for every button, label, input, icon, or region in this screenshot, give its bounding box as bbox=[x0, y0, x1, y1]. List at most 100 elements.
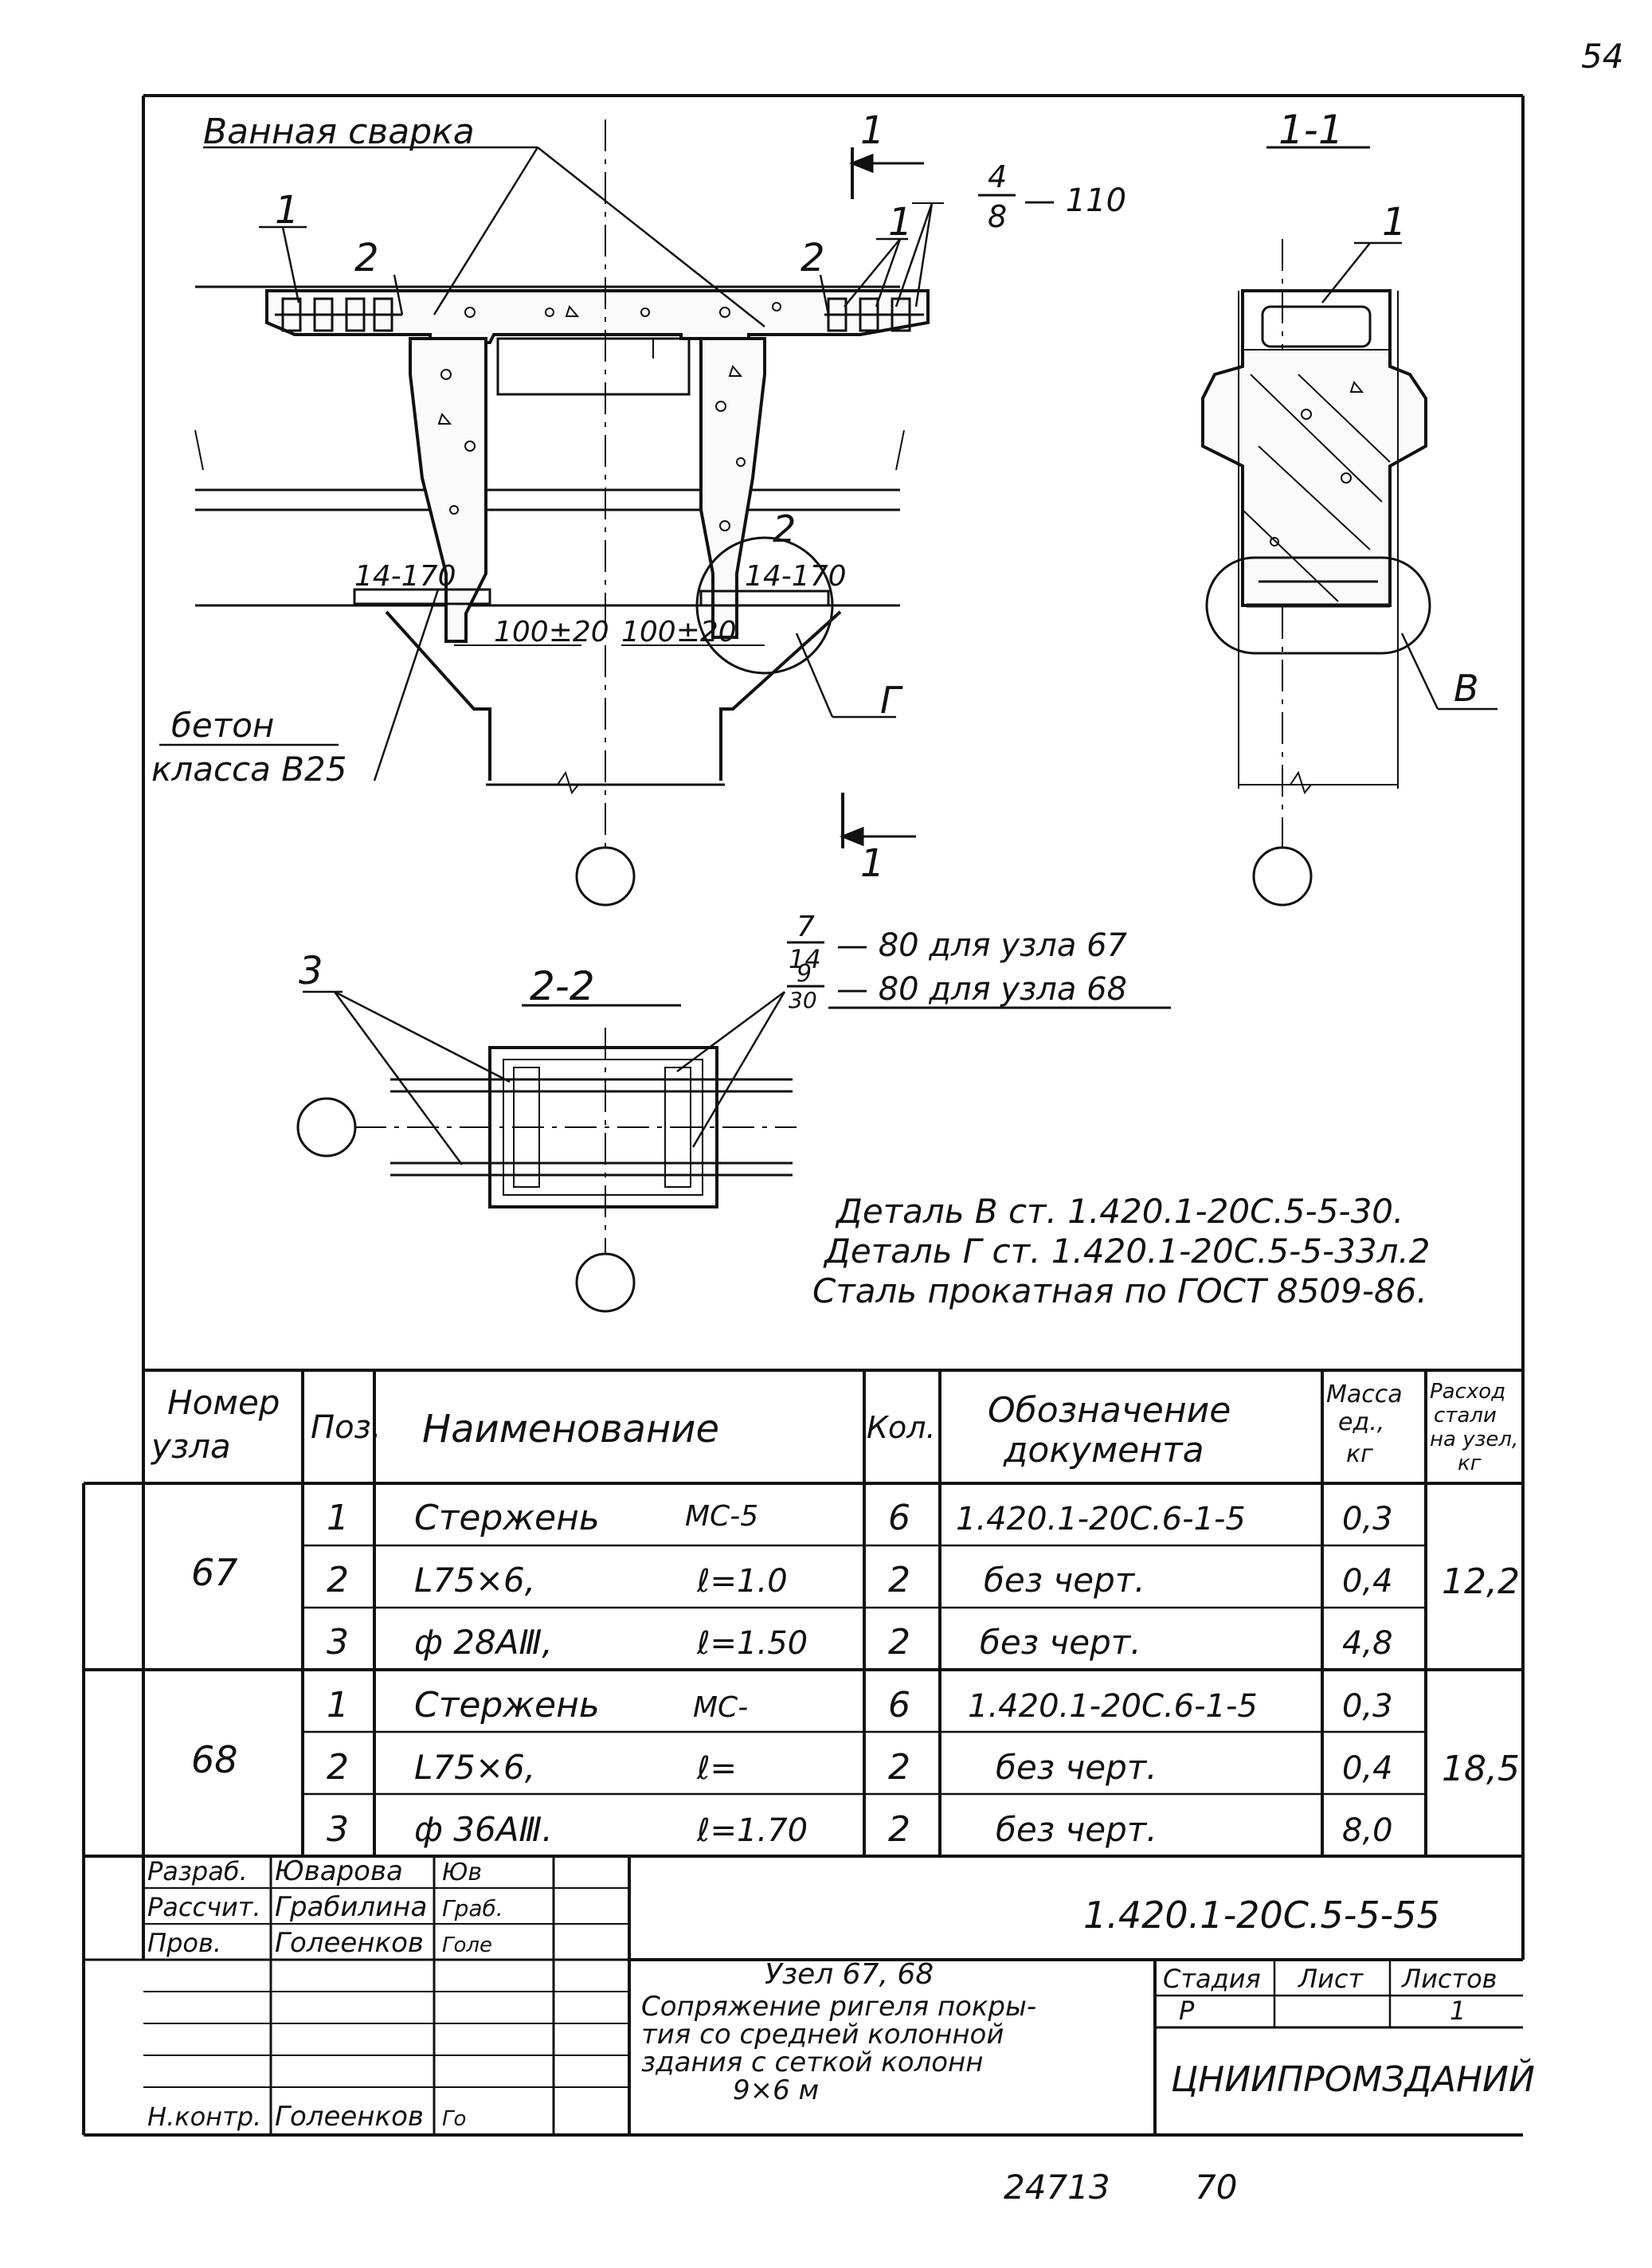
title-block bbox=[84, 1856, 1523, 2137]
role-1-name: Грабилина bbox=[275, 1891, 427, 1923]
row-67-2-pos: 2 bbox=[327, 1560, 349, 1600]
node-2-mark: 2 bbox=[773, 507, 796, 550]
row-68-2-name: L75×6, bbox=[414, 1748, 535, 1787]
weld-fraction-num: 4 bbox=[988, 159, 1007, 194]
row-67-2-mass: 0,4 bbox=[1342, 1563, 1393, 1600]
stage-value: Р bbox=[1179, 1996, 1195, 2026]
sheet-label: Лист bbox=[1298, 1964, 1364, 1994]
detail-v-mark: В bbox=[1454, 667, 1479, 710]
drawing-labels: Ванная сварка 1-1 1 1 1 2 2 1 1 4 8 — 11… bbox=[151, 107, 1479, 1310]
header-node-2: узла bbox=[150, 1427, 231, 1466]
drawing-code: 1.420.1-20С.5-5-55 bbox=[1083, 1894, 1440, 1937]
sheet-number: 54 bbox=[1581, 37, 1623, 76]
total-67: 12,2 bbox=[1442, 1561, 1520, 1602]
header-mass-2: ед., bbox=[1338, 1408, 1384, 1436]
cut-mark-bottom: 1 bbox=[860, 841, 885, 886]
concrete-label-line2: класса В25 bbox=[151, 750, 346, 789]
cut-mark-top: 1 bbox=[860, 108, 885, 153]
row-67-1-doc: 1.420.1-20С.6-1-5 bbox=[956, 1501, 1246, 1537]
row-68-2-pos: 2 bbox=[327, 1747, 349, 1788]
role-2-name: Голеенков bbox=[275, 1927, 424, 1959]
row-67-1-name2: МС-5 bbox=[685, 1500, 758, 1533]
organization: ЦНИИПРОМЗДАНИЙ bbox=[1171, 2058, 1535, 2100]
row-67-2-name: L75×6, bbox=[414, 1561, 535, 1600]
sheets-label: Листов bbox=[1401, 1964, 1497, 1994]
position-1-right: 1 bbox=[888, 200, 913, 245]
drawing-frame bbox=[142, 94, 1525, 1960]
row-67-3-qty: 2 bbox=[888, 1622, 910, 1663]
elevation-view bbox=[159, 119, 944, 907]
row-68-2-name2: ℓ= bbox=[696, 1750, 737, 1787]
weld-67-num: 7 bbox=[797, 911, 815, 943]
role-1-sign: Граб. bbox=[442, 1895, 503, 1921]
section-2-2-title: 2-2 bbox=[530, 963, 595, 1009]
role-0: Разраб. bbox=[147, 1856, 248, 1886]
section-1-1-view bbox=[1201, 146, 1497, 907]
header-total-3: на узел, bbox=[1430, 1428, 1518, 1451]
note-detail-g: Деталь Г ст. 1.420.1-20С.5-5-33л.2 bbox=[823, 1232, 1431, 1271]
specification-table bbox=[82, 1369, 1523, 2135]
role-3-name: Голеенков bbox=[275, 2101, 424, 2133]
stage-label: Стадия bbox=[1163, 1964, 1261, 1994]
row-68-1-pos: 1 bbox=[327, 1685, 349, 1725]
position-3-plan: 3 bbox=[299, 949, 323, 993]
dimension-right: 100±20 bbox=[621, 616, 737, 648]
title-line-4: 9×6 м bbox=[733, 2074, 819, 2106]
row-68-3-name2: ℓ=1.70 bbox=[696, 1812, 808, 1849]
weld-68-den: 30 bbox=[789, 987, 817, 1013]
row-68-1-doc: 1.420.1-20С.6-1-5 bbox=[968, 1688, 1258, 1725]
node-68: 68 bbox=[191, 1738, 238, 1781]
spec-group-68: 68 18,5 1 Стержень МС- 6 1.420.1-20С.6-1… bbox=[191, 1685, 1520, 1850]
title-line-2: тия со средней колонной bbox=[641, 2019, 1004, 2051]
row-68-3-mass: 8,0 bbox=[1342, 1812, 1393, 1849]
sheets-value: 1 bbox=[1450, 1996, 1466, 2026]
spec-headers: Номер узла Поз. Наименование Кол. Обозна… bbox=[150, 1380, 1518, 1475]
row-67-1-qty: 6 bbox=[888, 1498, 910, 1538]
page-number: 70 bbox=[1195, 2168, 1237, 2207]
position-1-left: 1 bbox=[275, 188, 299, 233]
row-67-3-doc: без черт. bbox=[980, 1623, 1141, 1662]
title-block-text: 1.420.1-20С.5-5-55 Разраб. Юварова Юв Ра… bbox=[147, 1855, 1535, 2207]
row-67-2-doc: без черт. bbox=[984, 1561, 1145, 1600]
header-total-1: Расход bbox=[1430, 1380, 1505, 1404]
weld-68-text: — 80 для узла 68 bbox=[836, 971, 1127, 1008]
note-steel: Сталь прокатная по ГОСТ 8509-86. bbox=[812, 1271, 1427, 1310]
role-3: Н.контр. bbox=[147, 2102, 261, 2132]
role-0-name: Юварова bbox=[275, 1855, 403, 1887]
weld-67-text: — 80 для узла 67 bbox=[836, 927, 1128, 964]
row-68-3-name: ф 36АⅢ. bbox=[414, 1810, 553, 1849]
row-68-1-mass: 0,3 bbox=[1342, 1688, 1393, 1725]
row-68-2-doc: без черт. bbox=[996, 1748, 1157, 1787]
weld-68-num: 9 bbox=[797, 960, 812, 988]
detail-g-mark: Г bbox=[880, 679, 903, 722]
note-detail-v: Деталь В ст. 1.420.1-20С.5-5-30. bbox=[835, 1192, 1403, 1231]
row-68-3-pos: 3 bbox=[327, 1809, 349, 1850]
row-67-3-mass: 4,8 bbox=[1342, 1625, 1393, 1662]
row-67-2-name2: ℓ=1.0 bbox=[696, 1563, 788, 1600]
row-68-2-mass: 0,4 bbox=[1342, 1750, 1393, 1787]
header-qty: Кол. bbox=[867, 1410, 936, 1445]
title-line-3: здания с сеткой колонн bbox=[641, 2047, 984, 2078]
header-total-2: стали bbox=[1434, 1404, 1497, 1428]
position-1-section: 1 bbox=[1382, 200, 1407, 245]
role-3-sign: Го bbox=[442, 2107, 466, 2131]
role-2-sign: Голе bbox=[442, 1933, 492, 1957]
inventory-number: 24713 bbox=[1004, 2168, 1110, 2207]
weld-spec-left: 14-170 bbox=[354, 560, 456, 593]
header-mass-3: кг bbox=[1346, 1440, 1373, 1468]
header-doc-1: Обозначение bbox=[988, 1390, 1231, 1431]
row-67-2-qty: 2 bbox=[888, 1560, 910, 1600]
total-68: 18,5 bbox=[1442, 1749, 1520, 1789]
dimension-left: 100±20 bbox=[494, 616, 609, 648]
header-doc-2: документа bbox=[1003, 1430, 1204, 1471]
row-68-3-qty: 2 bbox=[888, 1809, 910, 1850]
row-67-1-pos: 1 bbox=[327, 1498, 349, 1538]
position-2-right: 2 bbox=[801, 236, 825, 280]
header-node-1: Номер bbox=[167, 1383, 280, 1422]
header-name: Наименование bbox=[422, 1407, 719, 1451]
weld-type-label: Ванная сварка bbox=[203, 112, 475, 152]
node-67: 67 bbox=[191, 1551, 238, 1594]
position-2-left: 2 bbox=[354, 236, 379, 280]
spec-group-67: 67 12,2 1 Стержень МС-5 6 1.420.1-20С.6-… bbox=[191, 1498, 1520, 1663]
